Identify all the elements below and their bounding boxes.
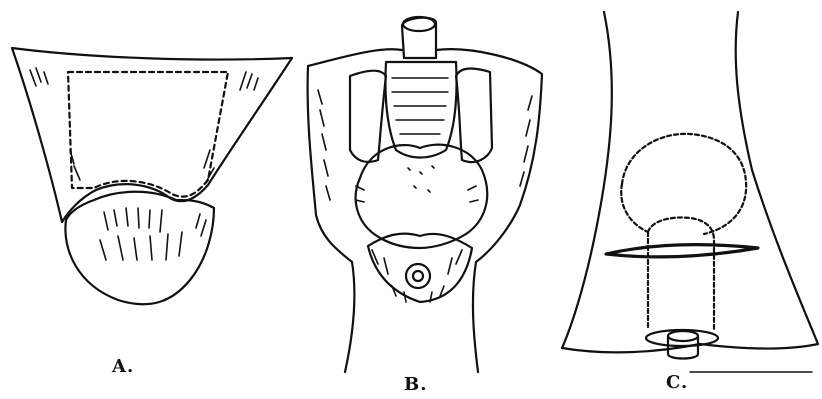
panel-c-dashed-gland: [621, 134, 746, 234]
panel-b-stoma-outer: [406, 264, 430, 288]
panel-c-label: C.: [666, 372, 688, 393]
panel-b-label: B.: [404, 374, 427, 395]
panel-b-tube-top: [403, 17, 435, 31]
panel-b-flap-right: [456, 69, 492, 163]
panel-b-trachea-rings: [392, 78, 448, 134]
panel-c-stoma-ring: [646, 330, 718, 346]
panel-a-drawing: [12, 48, 292, 304]
panel-b-tube: [402, 18, 436, 58]
panel-b-trachea: [385, 62, 456, 158]
panel-a-flap-outline: [12, 48, 292, 222]
panel-a-lower-flap: [65, 192, 214, 305]
panel-b-stoma-inner: [413, 271, 423, 281]
panel-c-skin-outline: [562, 12, 818, 352]
panel-b-skin-left: [308, 49, 402, 372]
panel-b-skin-right: [436, 49, 542, 372]
panel-c-drawing: [562, 12, 818, 372]
panel-b-flap-left: [350, 71, 386, 162]
panel-c-stoma-opening: [668, 331, 698, 341]
panel-b-stoma-flap: [368, 234, 472, 302]
panel-a-dashed-incision: [68, 72, 228, 197]
panel-c-incision: [606, 245, 758, 257]
panel-b-drawing: [308, 17, 542, 372]
panel-a-label: A.: [112, 356, 134, 377]
